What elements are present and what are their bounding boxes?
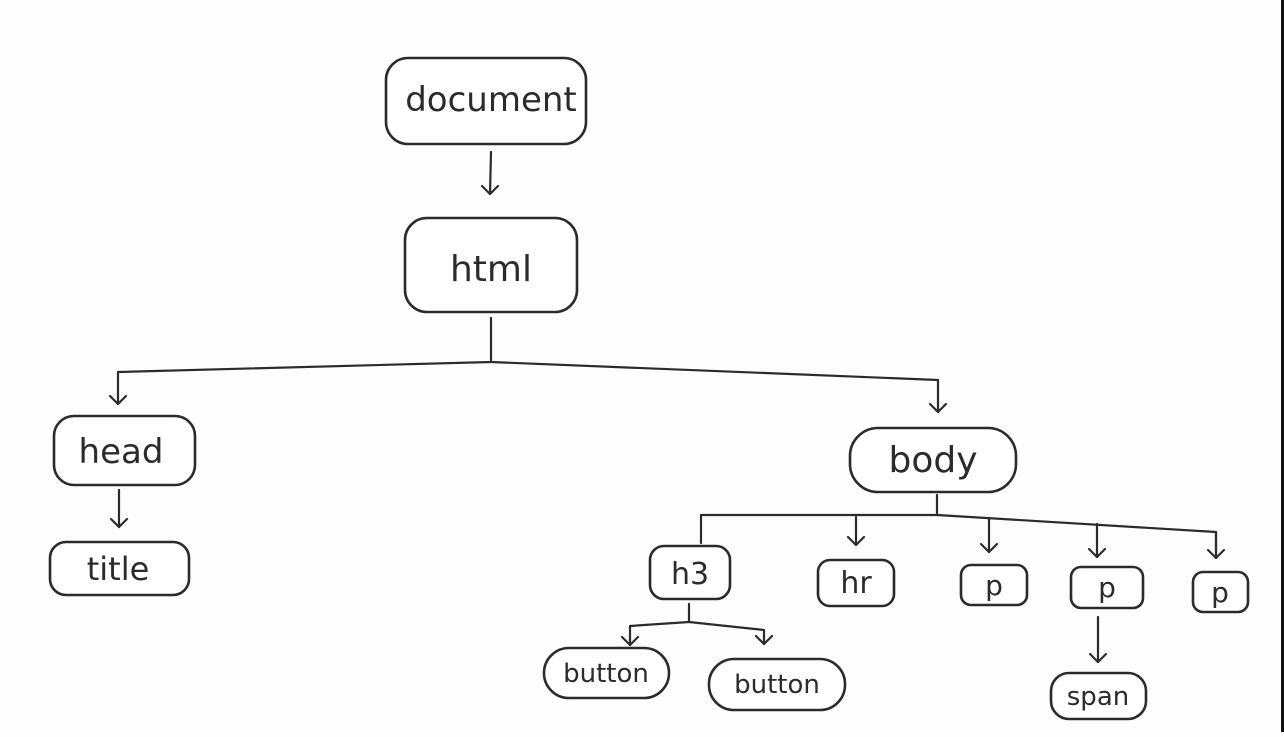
edge-head-to-title-arrowhead (109, 517, 129, 529)
edge-html-to-head (116, 316, 493, 406)
node-hr: hr (816, 558, 896, 608)
nodes-layer: document html head title body h3 (48, 56, 1250, 721)
edge-p2-to-span-arrowhead (1088, 652, 1108, 664)
node-p-1: p (959, 563, 1029, 607)
node-p-2: p (1069, 565, 1145, 610)
node-document: document (384, 56, 588, 146)
edge-h3-to-button2-arrowhead (754, 634, 774, 646)
node-label-p-2: p (1098, 571, 1116, 604)
edges-layer (108, 150, 1226, 664)
node-span: span (1049, 671, 1148, 721)
node-label-head: head (79, 432, 164, 472)
node-h3: h3 (648, 544, 732, 601)
node-label-p-3: p (1211, 576, 1229, 609)
edge-body-to-p3-arrowhead (1206, 548, 1226, 560)
edge-body-to-p2-drop-arrowhead (1087, 547, 1107, 559)
node-label-span: span (1067, 682, 1129, 712)
edge-body-to-hr-arrowhead (846, 535, 866, 547)
node-label-hr: hr (840, 566, 872, 601)
node-button-2: button (707, 657, 847, 712)
node-label-p-1: p (985, 569, 1003, 602)
node-button-1: button (542, 646, 671, 700)
frame-edge (1281, 0, 1284, 732)
edge-h3-to-button1 (628, 602, 691, 647)
node-label-title: title (87, 550, 150, 588)
edge-body-to-p1-arrowhead (979, 542, 999, 554)
node-label-document: document (405, 80, 577, 120)
edge-document-to-html (488, 150, 493, 196)
node-title: title (48, 540, 191, 597)
node-body: body (848, 426, 1018, 494)
edge-body-to-h3 (699, 493, 939, 545)
node-head: head (52, 414, 197, 487)
node-label-button-2: button (734, 670, 820, 700)
edge-document-to-html-arrowhead (480, 184, 500, 196)
edge-html-to-body-arrowhead (928, 402, 948, 414)
node-label-h3: h3 (671, 557, 709, 592)
edge-html-to-head-arrowhead (108, 394, 128, 406)
edge-body-to-p2 (935, 513, 1218, 560)
node-label-button-1: button (563, 659, 649, 689)
edge-h3-to-button1-arrowhead (620, 635, 640, 647)
node-p-3: p (1191, 570, 1250, 614)
node-label-html: html (450, 249, 532, 290)
node-html: html (403, 216, 579, 314)
edge-html-to-body (489, 360, 940, 414)
edge-h3-to-button2 (687, 620, 766, 646)
node-label-body: body (888, 440, 977, 481)
